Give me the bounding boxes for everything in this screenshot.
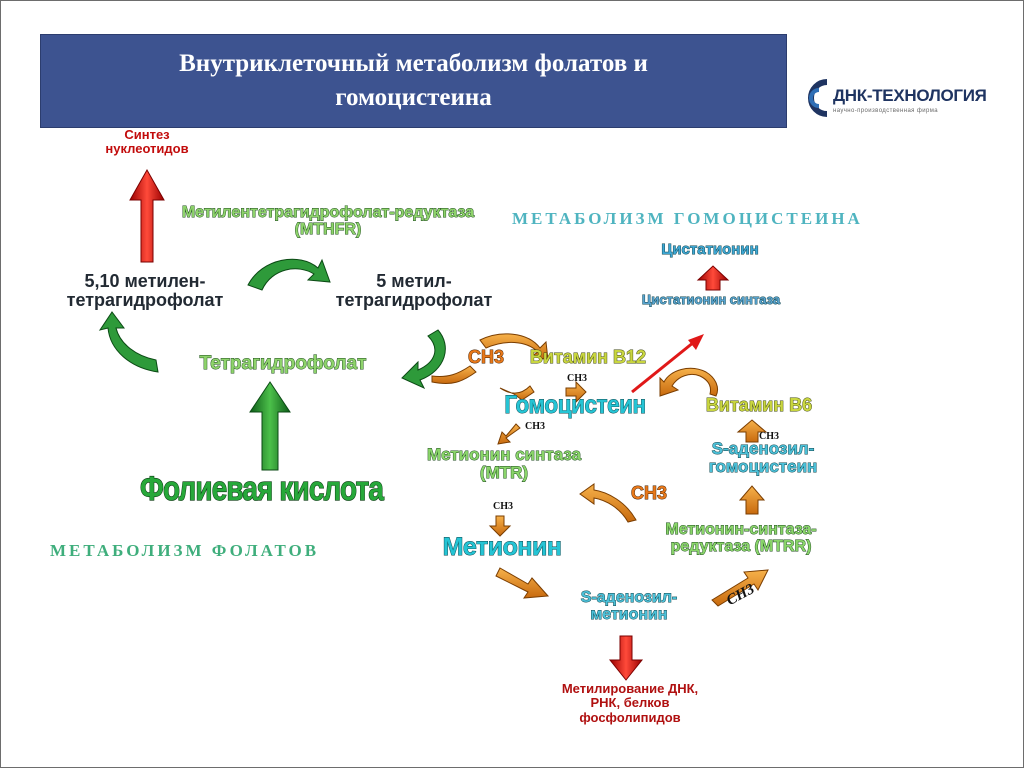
orange-curve-arrow-ch3-top (479, 333, 549, 361)
ch3-small-label-1: CH3 (567, 373, 587, 384)
orange-up-arrow-mtrr-sah (738, 485, 766, 515)
cbs-label: Цистатионин синтаза (641, 292, 781, 308)
methylene-thf-label: 5,10 метилен-тетрагидрофолат (66, 271, 224, 310)
title-banner: Внутриклеточный метаболизм фолатов и гом… (40, 34, 787, 128)
ch3-small-label-2: CH3 (525, 421, 545, 432)
sam-label: S-аденозил-метионин (580, 589, 678, 623)
green-curve-arrow-right (401, 329, 446, 390)
dna-logo-icon (808, 79, 828, 117)
red-diagonal-arrowhead (688, 334, 704, 350)
red-diagonal-line (631, 340, 695, 394)
methyl-thf-label: 5 метил-тетрагидрофолат (335, 271, 493, 310)
red-up-arrow-nucleotides (129, 168, 165, 263)
methylation-label: Метилирование ДНК, РНК, белков фосфолипи… (561, 681, 699, 725)
folic-acid-label: Фолиевая кислота (140, 470, 385, 508)
green-curve-arrow-mthfr (247, 258, 331, 291)
company-logo: ДНК-ТЕХНОЛОГИЯ научно-производственная ф… (805, 76, 995, 122)
slide-title: Внутриклеточный метаболизм фолатов и гом… (179, 50, 648, 111)
orange-small-arrow-3 (488, 515, 512, 537)
orange-small-arrow-2 (497, 423, 521, 445)
methionine-label: Метионин (442, 533, 562, 561)
orange-curve-arrow-b6 (659, 367, 719, 397)
homocysteine-label: Гомоцистеин (504, 391, 647, 419)
red-down-arrow-methylation (608, 635, 644, 681)
orange-arrow-methionine-sam (495, 567, 550, 599)
thf-label: Тетрагидрофолат (199, 353, 367, 374)
logo-name: ДНК-ТЕХНОЛОГИЯ (833, 86, 987, 105)
mthfr-label: Метилентетрагидрофолат-редуктаза (MTHFR) (181, 204, 475, 238)
ch3-mtrr-label: CH3 (630, 483, 668, 503)
homocysteine-section-title: МЕТАБОЛИЗМ ГОМОЦИСТЕИНА (512, 209, 863, 228)
orange-up-arrow-sah-b6 (736, 419, 768, 443)
ch3-label-b12: CH3 (467, 347, 505, 367)
cystathionine-label: Цистатионин (661, 241, 759, 258)
vitamin-b12-label: Витамин В12 (529, 347, 647, 367)
green-curve-arrow-left (98, 311, 159, 373)
mtrr-label: Метионин-синтаза-редуктаза (MTRR) (665, 521, 817, 555)
green-up-arrow-folic (249, 381, 291, 471)
ch3-small-label-3: CH3 (759, 431, 779, 442)
orange-small-arrow-1 (565, 380, 587, 404)
orange-curve-arrow-mtrr-ch3 (579, 483, 637, 523)
orange-curve-arrow-ch3-left (431, 365, 477, 385)
logo-subtitle: научно-производственная фирма (833, 108, 938, 114)
ch3-small-label-4: CH3 (493, 501, 513, 512)
mtr-label: Метионин синтаза (MTR) (426, 445, 582, 482)
sah-label: S-аденозил-гомоцистеин (708, 439, 818, 476)
vitamin-b6-label: Витамин В6 (705, 395, 813, 415)
nucleotide-synthesis-label: Синтез нуклеотидов (105, 127, 189, 156)
orange-curve-arrow-b12-down (499, 385, 535, 401)
folate-section-title: МЕТАБОЛИЗМ ФОЛАТОВ (50, 541, 320, 560)
orange-arrow-sam-mtrr (711, 569, 769, 607)
red-up-arrow-cystathionine (696, 265, 730, 291)
